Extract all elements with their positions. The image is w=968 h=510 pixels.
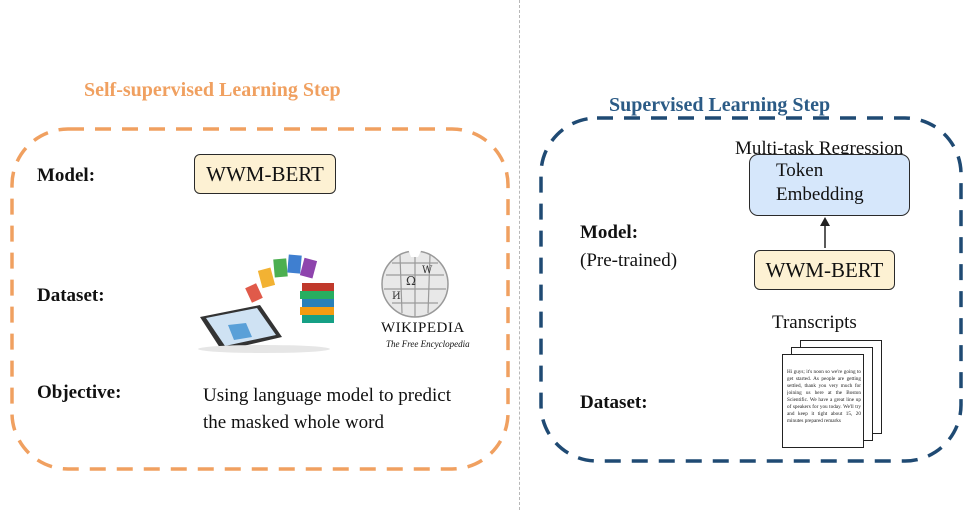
svg-text:Ω: Ω (406, 274, 416, 288)
token-line1: Token (776, 160, 824, 181)
token-line2: Embedding (776, 184, 864, 205)
transcripts-label: Transcripts (772, 312, 857, 333)
left-objective-label: Objective: (37, 382, 122, 403)
wikipedia-globe-icon: Ω W И (381, 249, 449, 318)
supervised-panel-border (539, 116, 963, 463)
right-dataset-label: Dataset: (580, 392, 648, 413)
transcript-doc-front: Hi guys; it's noon so we're going to get… (782, 354, 864, 448)
right-model-sublabel: (Pre-trained) (580, 250, 678, 271)
left-dataset-label: Dataset: (37, 285, 105, 306)
left-model-label: Model: (37, 165, 96, 186)
right-wwm-bert-box: WWM-BERT (754, 250, 895, 290)
left-wwm-bert-box: WWM-BERT (194, 154, 336, 194)
self-supervised-title: Self-supervised Learning Step (84, 79, 341, 101)
transcript-text: Hi guys; it's noon so we're going to get… (787, 369, 861, 424)
arrow-head (820, 217, 830, 226)
right-model-label: Model: (580, 222, 639, 243)
supervised-title: Supervised Learning Step (609, 94, 831, 116)
objective-text-line1: Using language model to predict (203, 385, 451, 406)
self-supervised-panel-border (10, 127, 510, 471)
wikipedia-wordmark: WIKIPEDIA (381, 320, 465, 336)
panel-divider (519, 0, 520, 510)
svg-text:W: W (422, 265, 433, 276)
token-embedding-box: Token Embedding (749, 154, 910, 216)
wikipedia-tagline: The Free Encyclopedia (386, 339, 470, 349)
svg-text:И: И (392, 291, 401, 302)
books-tablet-image (198, 254, 334, 353)
task-label: Multi-task Regression (735, 138, 904, 159)
objective-text-line2: the masked whole word (203, 412, 384, 433)
